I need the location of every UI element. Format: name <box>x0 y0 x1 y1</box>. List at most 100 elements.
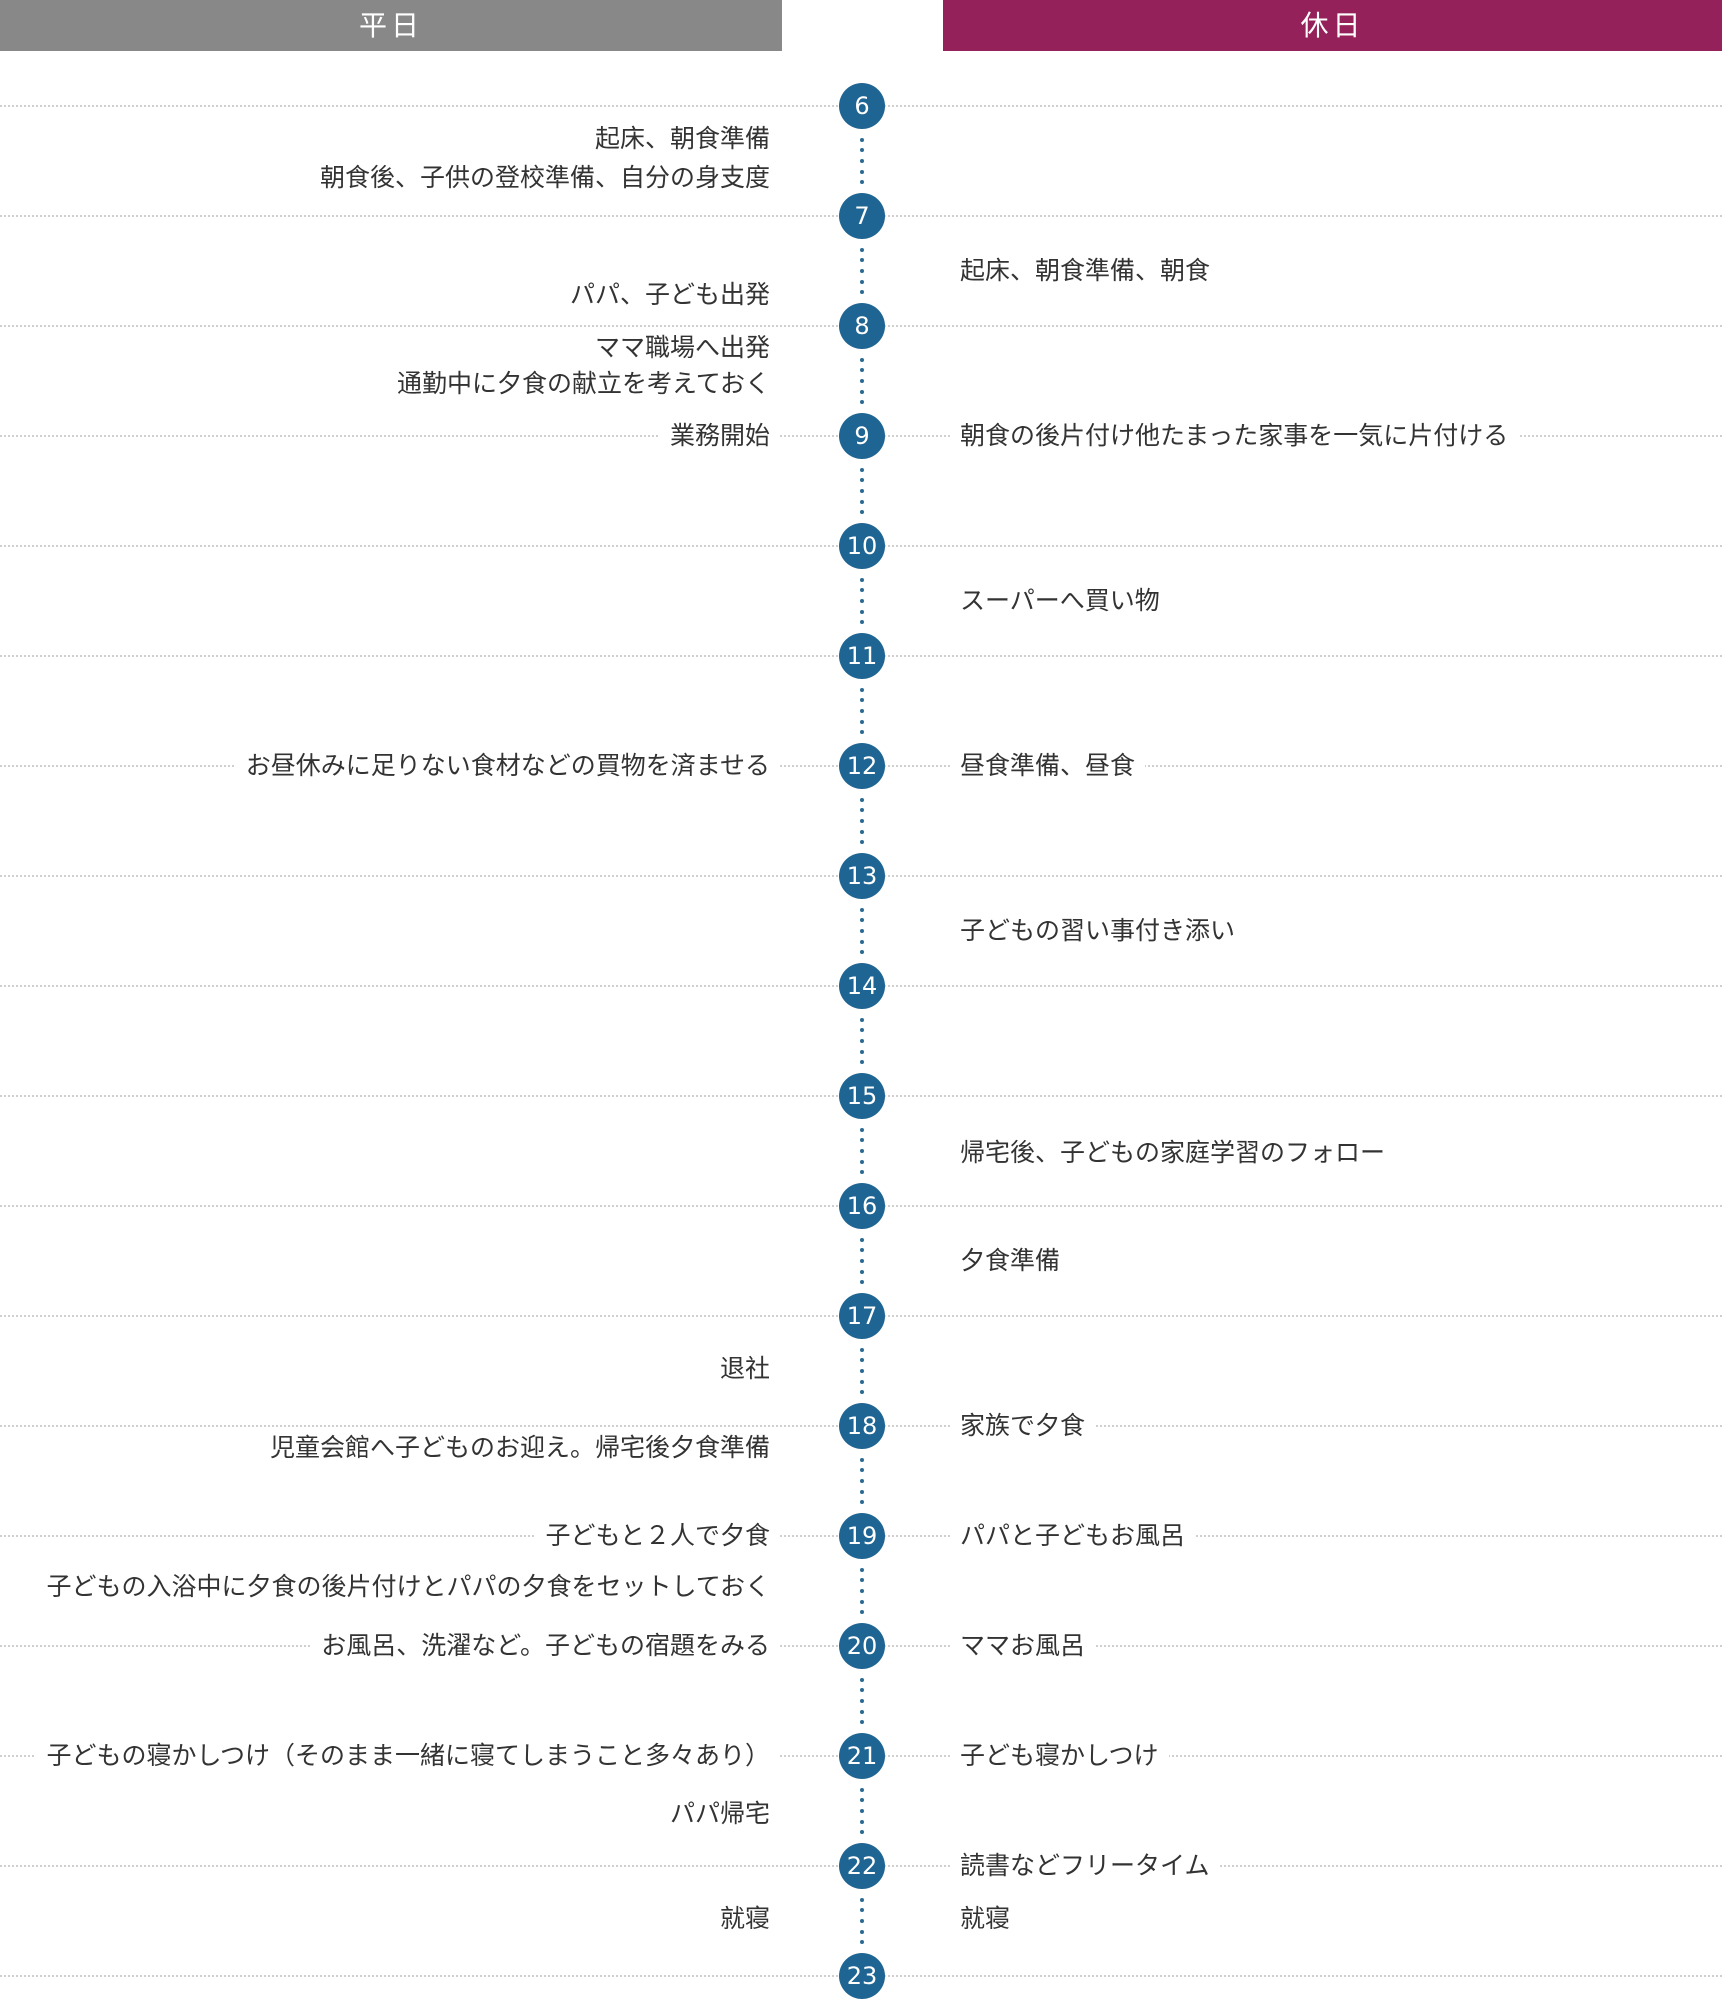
axis-dot <box>860 719 864 724</box>
holiday-activity: 子どもの習い事付き添い <box>950 913 1246 949</box>
axis-dot <box>860 1919 864 1923</box>
axis-dot <box>860 389 864 394</box>
hour-marker: 23 <box>839 1953 885 1999</box>
weekday-activity: 業務開始 <box>659 418 780 454</box>
axis-dot <box>860 1457 864 1462</box>
axis-dot <box>860 1028 864 1033</box>
axis-dot <box>860 467 864 472</box>
holiday-activity: スーパーへ買い物 <box>950 583 1170 619</box>
axis-dot <box>860 1369 864 1373</box>
hour-marker: 16 <box>839 1183 885 1229</box>
axis-dot <box>860 929 864 933</box>
axis-dot <box>860 1940 864 1945</box>
holiday-activity: 子ども寝かしつけ <box>950 1738 1169 1774</box>
holiday-activity: 夕食準備 <box>950 1243 1071 1279</box>
axis-dot <box>860 687 864 692</box>
axis-dot <box>860 620 864 625</box>
axis-dot <box>860 137 864 142</box>
axis-dot <box>860 379 864 383</box>
weekday-activity: パパ、子ども出発 <box>559 277 780 314</box>
axis-dot <box>860 1489 864 1494</box>
axis-dot <box>860 1170 864 1175</box>
axis-dot <box>860 1830 864 1835</box>
hour-marker: 18 <box>839 1403 885 1449</box>
axis-dot <box>860 1500 864 1505</box>
hour-marker: 20 <box>839 1623 885 1669</box>
axis-dot <box>860 1269 864 1274</box>
axis-dot <box>860 1468 864 1473</box>
axis-dot <box>860 169 864 174</box>
axis-dot <box>860 907 864 912</box>
hour-marker: 12 <box>839 743 885 789</box>
axis-dot <box>860 577 864 582</box>
weekday-activity: 就寝 <box>709 1900 780 1937</box>
weekday-activity: 子どもの寝かしつけ（そのまま一緒に寝てしまうこと多々あり） <box>36 1738 780 1774</box>
hour-marker: 10 <box>839 523 885 569</box>
axis-dot <box>860 1688 864 1693</box>
axis-dot <box>860 400 864 405</box>
axis-dot <box>860 1589 864 1593</box>
holiday-activity: 帰宅後、子どもの家庭学習のフォロー <box>950 1135 1396 1172</box>
axis-dot <box>860 1819 864 1824</box>
axis-dot <box>860 1149 864 1153</box>
hour-marker: 14 <box>839 963 885 1009</box>
axis-dot <box>860 588 864 593</box>
weekday-header: 平日 <box>0 0 782 51</box>
hour-marker: 19 <box>839 1513 885 1559</box>
weekday-activity: 児童会館へ子どものお迎え。帰宅後夕食準備 <box>259 1430 780 1466</box>
axis-dot <box>860 1677 864 1682</box>
axis-dot <box>860 1049 864 1054</box>
axis-dot <box>860 1929 864 1934</box>
weekday-activity: ママ職場へ出発 <box>584 330 780 366</box>
axis-dot <box>860 1138 864 1143</box>
hour-marker: 11 <box>839 633 885 679</box>
axis-dot <box>860 1699 864 1703</box>
hour-marker: 21 <box>839 1733 885 1779</box>
axis-dot <box>860 258 864 263</box>
hour-marker: 15 <box>839 1073 885 1119</box>
axis-dot <box>860 1060 864 1065</box>
axis-dot <box>860 1578 864 1583</box>
axis-dot <box>860 1567 864 1572</box>
holiday-activity: 起床、朝食準備、朝食 <box>950 253 1221 289</box>
axis-dot <box>860 599 864 603</box>
axis-dot <box>860 148 864 153</box>
axis-dot <box>860 269 864 273</box>
axis-dot <box>860 247 864 252</box>
axis-dot <box>860 918 864 923</box>
axis-dot <box>860 1479 864 1483</box>
axis-dot <box>860 1908 864 1913</box>
weekday-activity: 起床、朝食準備 <box>584 121 780 157</box>
axis-dot <box>860 1379 864 1384</box>
axis-dot <box>860 368 864 373</box>
axis-dot <box>860 1259 864 1263</box>
hour-marker: 7 <box>839 193 885 239</box>
hour-marker: 6 <box>839 83 885 129</box>
axis-dot <box>860 1347 864 1352</box>
axis-dot <box>860 1127 864 1132</box>
axis-dot <box>860 1039 864 1043</box>
weekday-activity: 朝食後、子供の登校準備、自分の身支度 <box>309 159 780 196</box>
axis-dot <box>860 159 864 163</box>
axis-dot <box>860 730 864 735</box>
axis-dot <box>860 499 864 504</box>
weekday-activity: お風呂、洗濯など。子どもの宿題をみる <box>311 1628 780 1664</box>
axis-dot <box>860 290 864 295</box>
weekday-activity: 通勤中に夕食の献立を考えておく <box>386 366 780 403</box>
holiday-activity: ママお風呂 <box>950 1628 1096 1664</box>
axis-dot <box>860 510 864 515</box>
hour-marker: 17 <box>839 1293 885 1339</box>
axis-dot <box>860 279 864 284</box>
holiday-activity: 昼食準備、昼食 <box>950 748 1146 784</box>
axis-dot <box>860 939 864 944</box>
holiday-activity: 読書などフリータイム <box>950 1848 1220 1884</box>
axis-dot <box>860 357 864 362</box>
axis-dot <box>860 1237 864 1242</box>
weekday-activity: 退社 <box>709 1350 780 1387</box>
weekday-activity: 子どもの入浴中に夕食の後片付けとパパの夕食をセットしておく <box>36 1568 780 1605</box>
weekday-activity: パパ帰宅 <box>659 1796 780 1833</box>
hour-marker: 9 <box>839 413 885 459</box>
